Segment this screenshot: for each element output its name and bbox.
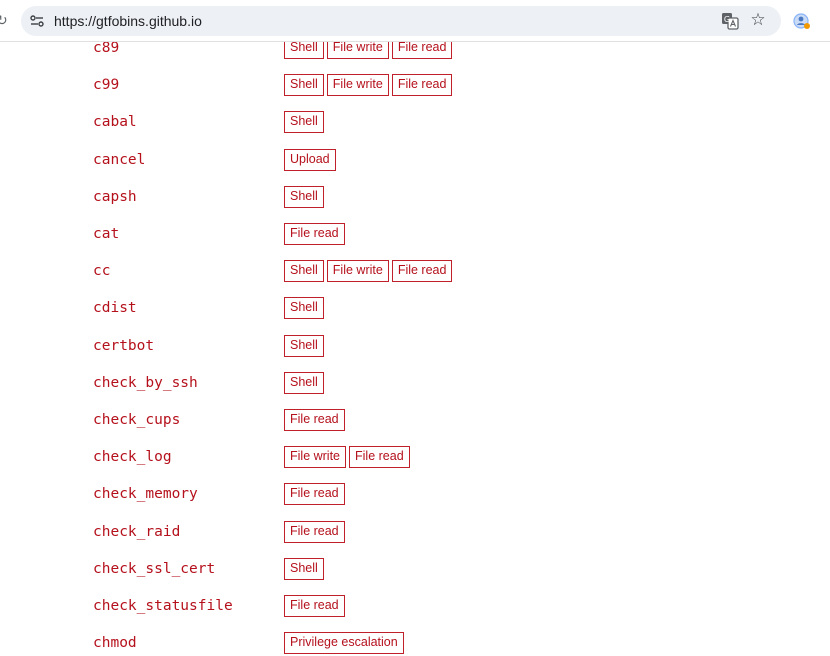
function-tags: File read [284,520,345,543]
binary-row: cabal Shell [0,111,830,135]
binary-row: cc Shell File write File read [0,260,830,284]
function-tag[interactable]: Shell [284,37,324,59]
svg-text:G: G [724,15,730,24]
function-tag[interactable]: File read [391,260,453,283]
binary-row: certbot Shell [0,334,830,359]
function-tags: File read [284,483,345,506]
binary-link[interactable]: certbot [93,337,155,354]
binary-link[interactable]: check_by_ssh [93,374,198,391]
binary-link[interactable]: cc [93,263,111,280]
site-settings-icon[interactable] [29,13,45,29]
profile-icon[interactable] [792,11,812,31]
binary-row: c89 Shell File write File read [0,37,830,61]
function-tags: Shell [284,334,324,357]
binary-row: chmod Privilege escalation [0,632,830,656]
binary-link[interactable]: cat [93,226,120,242]
url-text[interactable]: https://gtfobins.github.io [54,13,202,29]
function-tag[interactable]: Shell [284,334,324,357]
binary-row: cat File read [0,223,830,247]
browser-toolbar: ↻ https://gtfobins.github.io G ☆ [0,0,830,42]
function-tag[interactable]: Shell [284,557,324,580]
function-tags: Shell File write File read [284,74,453,97]
function-tag[interactable]: File write [326,74,389,97]
binary-link[interactable]: check_cups [93,412,181,428]
translate-icon[interactable]: G [720,11,740,31]
binary-link[interactable]: check_log [93,449,172,466]
function-tags: Shell File write File read [284,37,453,59]
binary-row: check_raid File read [0,520,830,545]
binary-link[interactable]: c89 [93,40,120,56]
function-tag[interactable]: File read [284,520,345,543]
function-tags: Shell [284,557,324,580]
binary-row: cdist Shell [0,297,830,321]
function-tags: Shell [284,111,324,134]
binary-row: check_memory File read [0,483,830,507]
function-tag[interactable]: File read [284,409,345,431]
function-tag[interactable]: File read [391,74,453,97]
address-bar[interactable]: https://gtfobins.github.io G ☆ [21,6,781,36]
binary-row: check_cups File read [0,409,830,433]
binary-row: cancel Upload [0,148,830,173]
bookmark-star-icon[interactable]: ☆ [750,10,766,29]
binary-row: c99 Shell File write File read [0,74,830,98]
binary-link[interactable]: cdist [93,300,137,317]
function-tag[interactable]: File read [284,483,345,506]
function-tags: File read [284,409,345,431]
function-tags: Upload [284,148,336,171]
binary-link[interactable]: check_statusfile [93,598,233,614]
function-tag[interactable]: File read [349,446,410,469]
function-tags: Shell [284,185,324,208]
function-tag[interactable]: Shell [284,111,324,134]
function-tag[interactable]: Shell [284,185,324,208]
function-tags: File read [284,223,345,245]
function-tags: File read [284,595,345,617]
function-tag[interactable]: Upload [284,148,336,171]
function-tag[interactable]: File write [284,446,347,469]
function-tag[interactable]: Shell [284,74,324,97]
function-tags: Shell [284,297,324,320]
function-tags: File write File read [284,446,410,469]
function-tag[interactable]: File write [326,37,389,59]
function-tag[interactable]: Shell [284,260,324,283]
binary-row: capsh Shell [0,185,830,210]
binary-row: check_by_ssh Shell [0,371,830,396]
function-tag[interactable]: Shell [284,297,324,320]
function-tag[interactable]: Shell [284,371,324,394]
function-tag[interactable]: File read [284,223,345,245]
function-tags: Shell [284,371,324,394]
binary-link[interactable]: chmod [93,635,137,652]
binary-link[interactable]: cancel [93,151,146,168]
reload-icon[interactable]: ↻ [0,12,8,28]
function-tag[interactable]: File read [284,595,345,617]
binary-link[interactable]: check_memory [93,486,198,503]
binary-link[interactable]: capsh [93,188,137,205]
function-tag[interactable]: File write [326,260,389,283]
binary-row: check_statusfile File read [0,595,830,619]
binary-link[interactable]: cabal [93,114,137,131]
binary-link[interactable]: c99 [93,77,120,94]
binary-link[interactable]: check_ssl_cert [93,560,216,577]
binary-row: check_log File write File read [0,446,830,470]
binary-link[interactable]: check_raid [93,523,181,540]
function-tag[interactable]: Privilege escalation [284,632,404,655]
function-tags: Privilege escalation [284,632,404,655]
binary-row: check_ssl_cert Shell [0,557,830,582]
function-tags: Shell File write File read [284,260,453,283]
